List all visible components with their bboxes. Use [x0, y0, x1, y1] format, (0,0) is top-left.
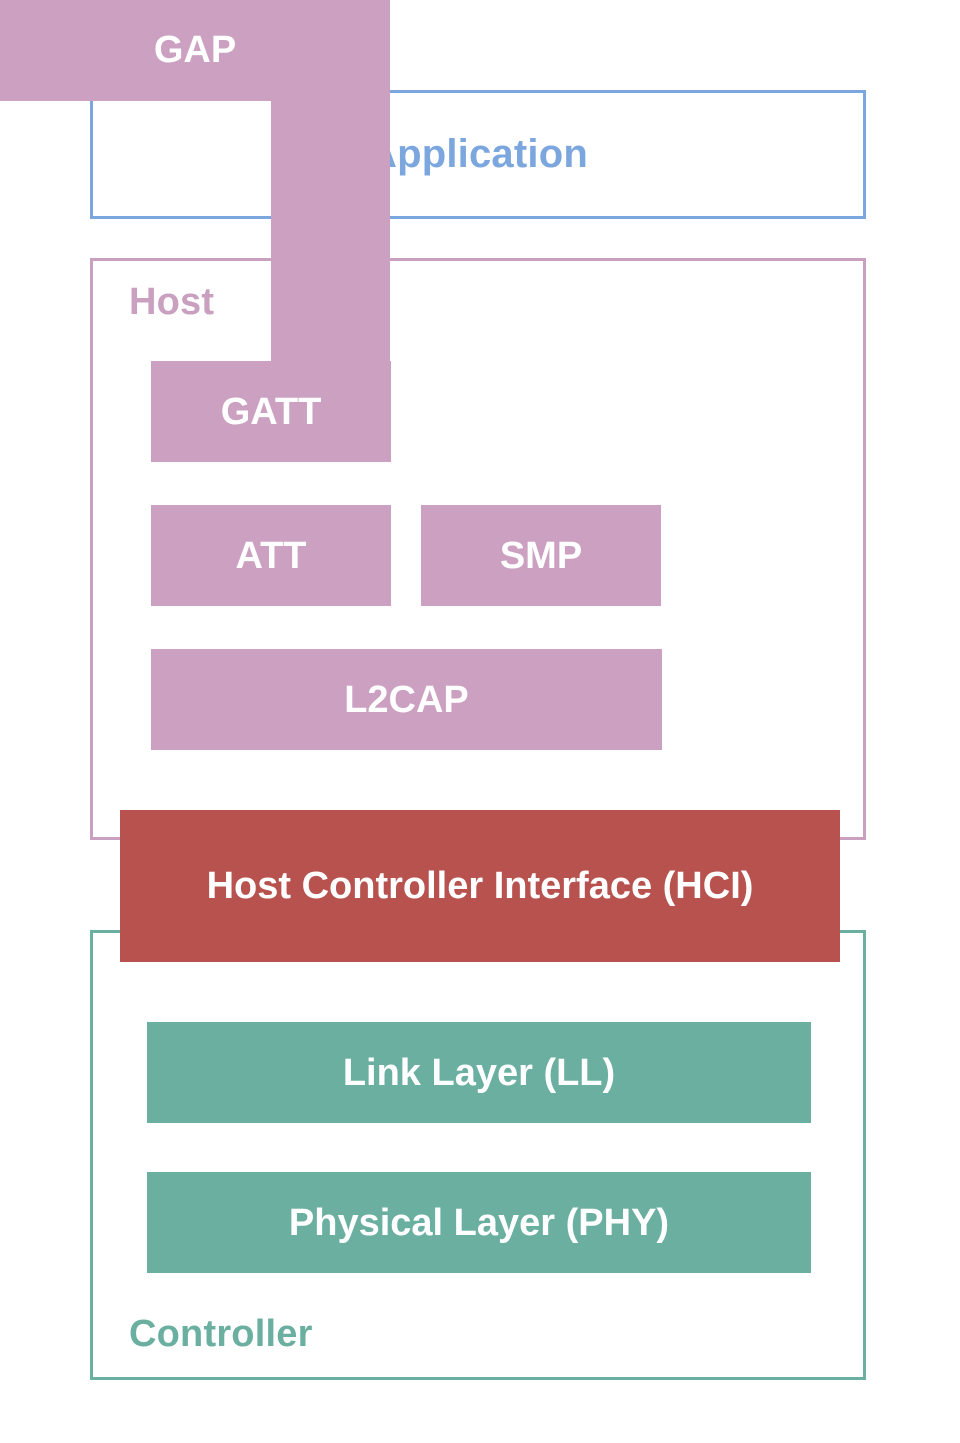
block-host-controller-interface: Host Controller Interface (HCI) [120, 810, 840, 962]
block-gap-label: GAP [153, 29, 237, 71]
controller-layer-label: Controller [129, 1313, 313, 1355]
application-layer-label: Application [368, 132, 588, 176]
block-physical-layer: Physical Layer (PHY) [147, 1172, 811, 1273]
block-att: ATT [151, 505, 391, 606]
block-link-layer: Link Layer (LL) [147, 1022, 811, 1123]
application-layer-frame [90, 90, 866, 219]
block-gap: GAP [0, 0, 390, 389]
block-smp: SMP [421, 505, 661, 606]
block-l2cap: L2CAP [151, 649, 662, 750]
host-layer-label: Host [129, 281, 215, 323]
